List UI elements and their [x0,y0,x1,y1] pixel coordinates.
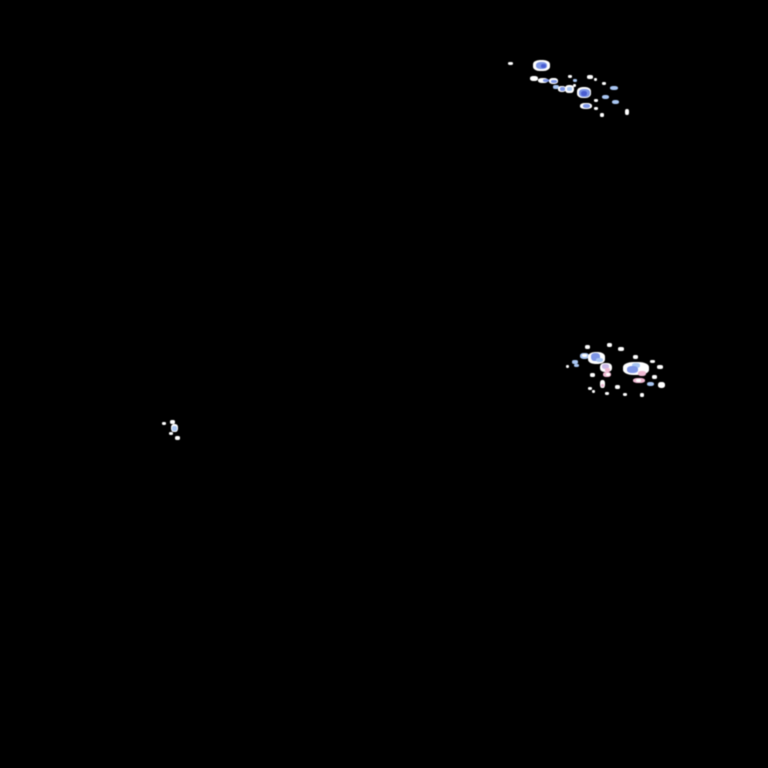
radar-echo [572,360,578,364]
radar-echo [573,79,577,82]
radar-echo [551,80,557,83]
radar-echo [632,363,640,368]
radar-echo [594,78,597,81]
radar-echo [606,373,610,376]
radar-echo [170,420,175,424]
radar-echo [585,345,590,349]
radar-echo [633,355,638,359]
radar-echo [625,109,629,115]
radar-echo [596,358,603,362]
radar-echo [601,384,604,387]
radar-echo [566,365,569,368]
radar-echo [588,387,592,390]
radar-echo [581,91,587,96]
radar-echo [541,64,546,68]
radar-echo [172,426,177,431]
radar-echo [636,379,641,382]
radar-echo [658,382,665,388]
radar-echo [568,75,572,78]
radar-echo [602,95,609,99]
radar-echo [600,113,604,117]
radar-echo [560,87,565,91]
radar-echo [553,85,559,89]
radar-echo [175,436,180,440]
radar-echo [640,393,644,397]
radar-echo [623,393,627,396]
radar-echo [615,385,620,389]
radar-echo [612,100,619,104]
radar-echo [602,364,609,369]
radar-echo [573,84,576,87]
radar-echo [605,392,609,395]
radar-echo [543,79,549,82]
radar-echo [592,390,595,393]
radar-echo [657,365,663,369]
radar-echo [591,353,600,361]
radar-echo [605,368,610,372]
radar-echo [567,87,572,91]
radar-echo [647,382,654,386]
radar-echo [508,62,513,65]
radar-echo [162,422,166,425]
radar-echo [169,432,173,435]
radar-echo [618,347,624,351]
radar-echo [594,99,598,102]
radar-echo [610,86,618,90]
radar-echo [594,107,598,110]
radar-echo [638,371,646,376]
radar-echo [627,366,638,373]
radar-echo [607,343,612,347]
radar-echo [574,364,579,367]
radar-echo [530,76,538,81]
radar-echo [652,375,657,379]
radar-echo [582,354,587,357]
radar-echo [650,360,655,363]
radar-echo [587,75,593,79]
radar-echo [583,104,590,108]
radar-echo [602,82,606,85]
radar-echo [590,373,595,377]
